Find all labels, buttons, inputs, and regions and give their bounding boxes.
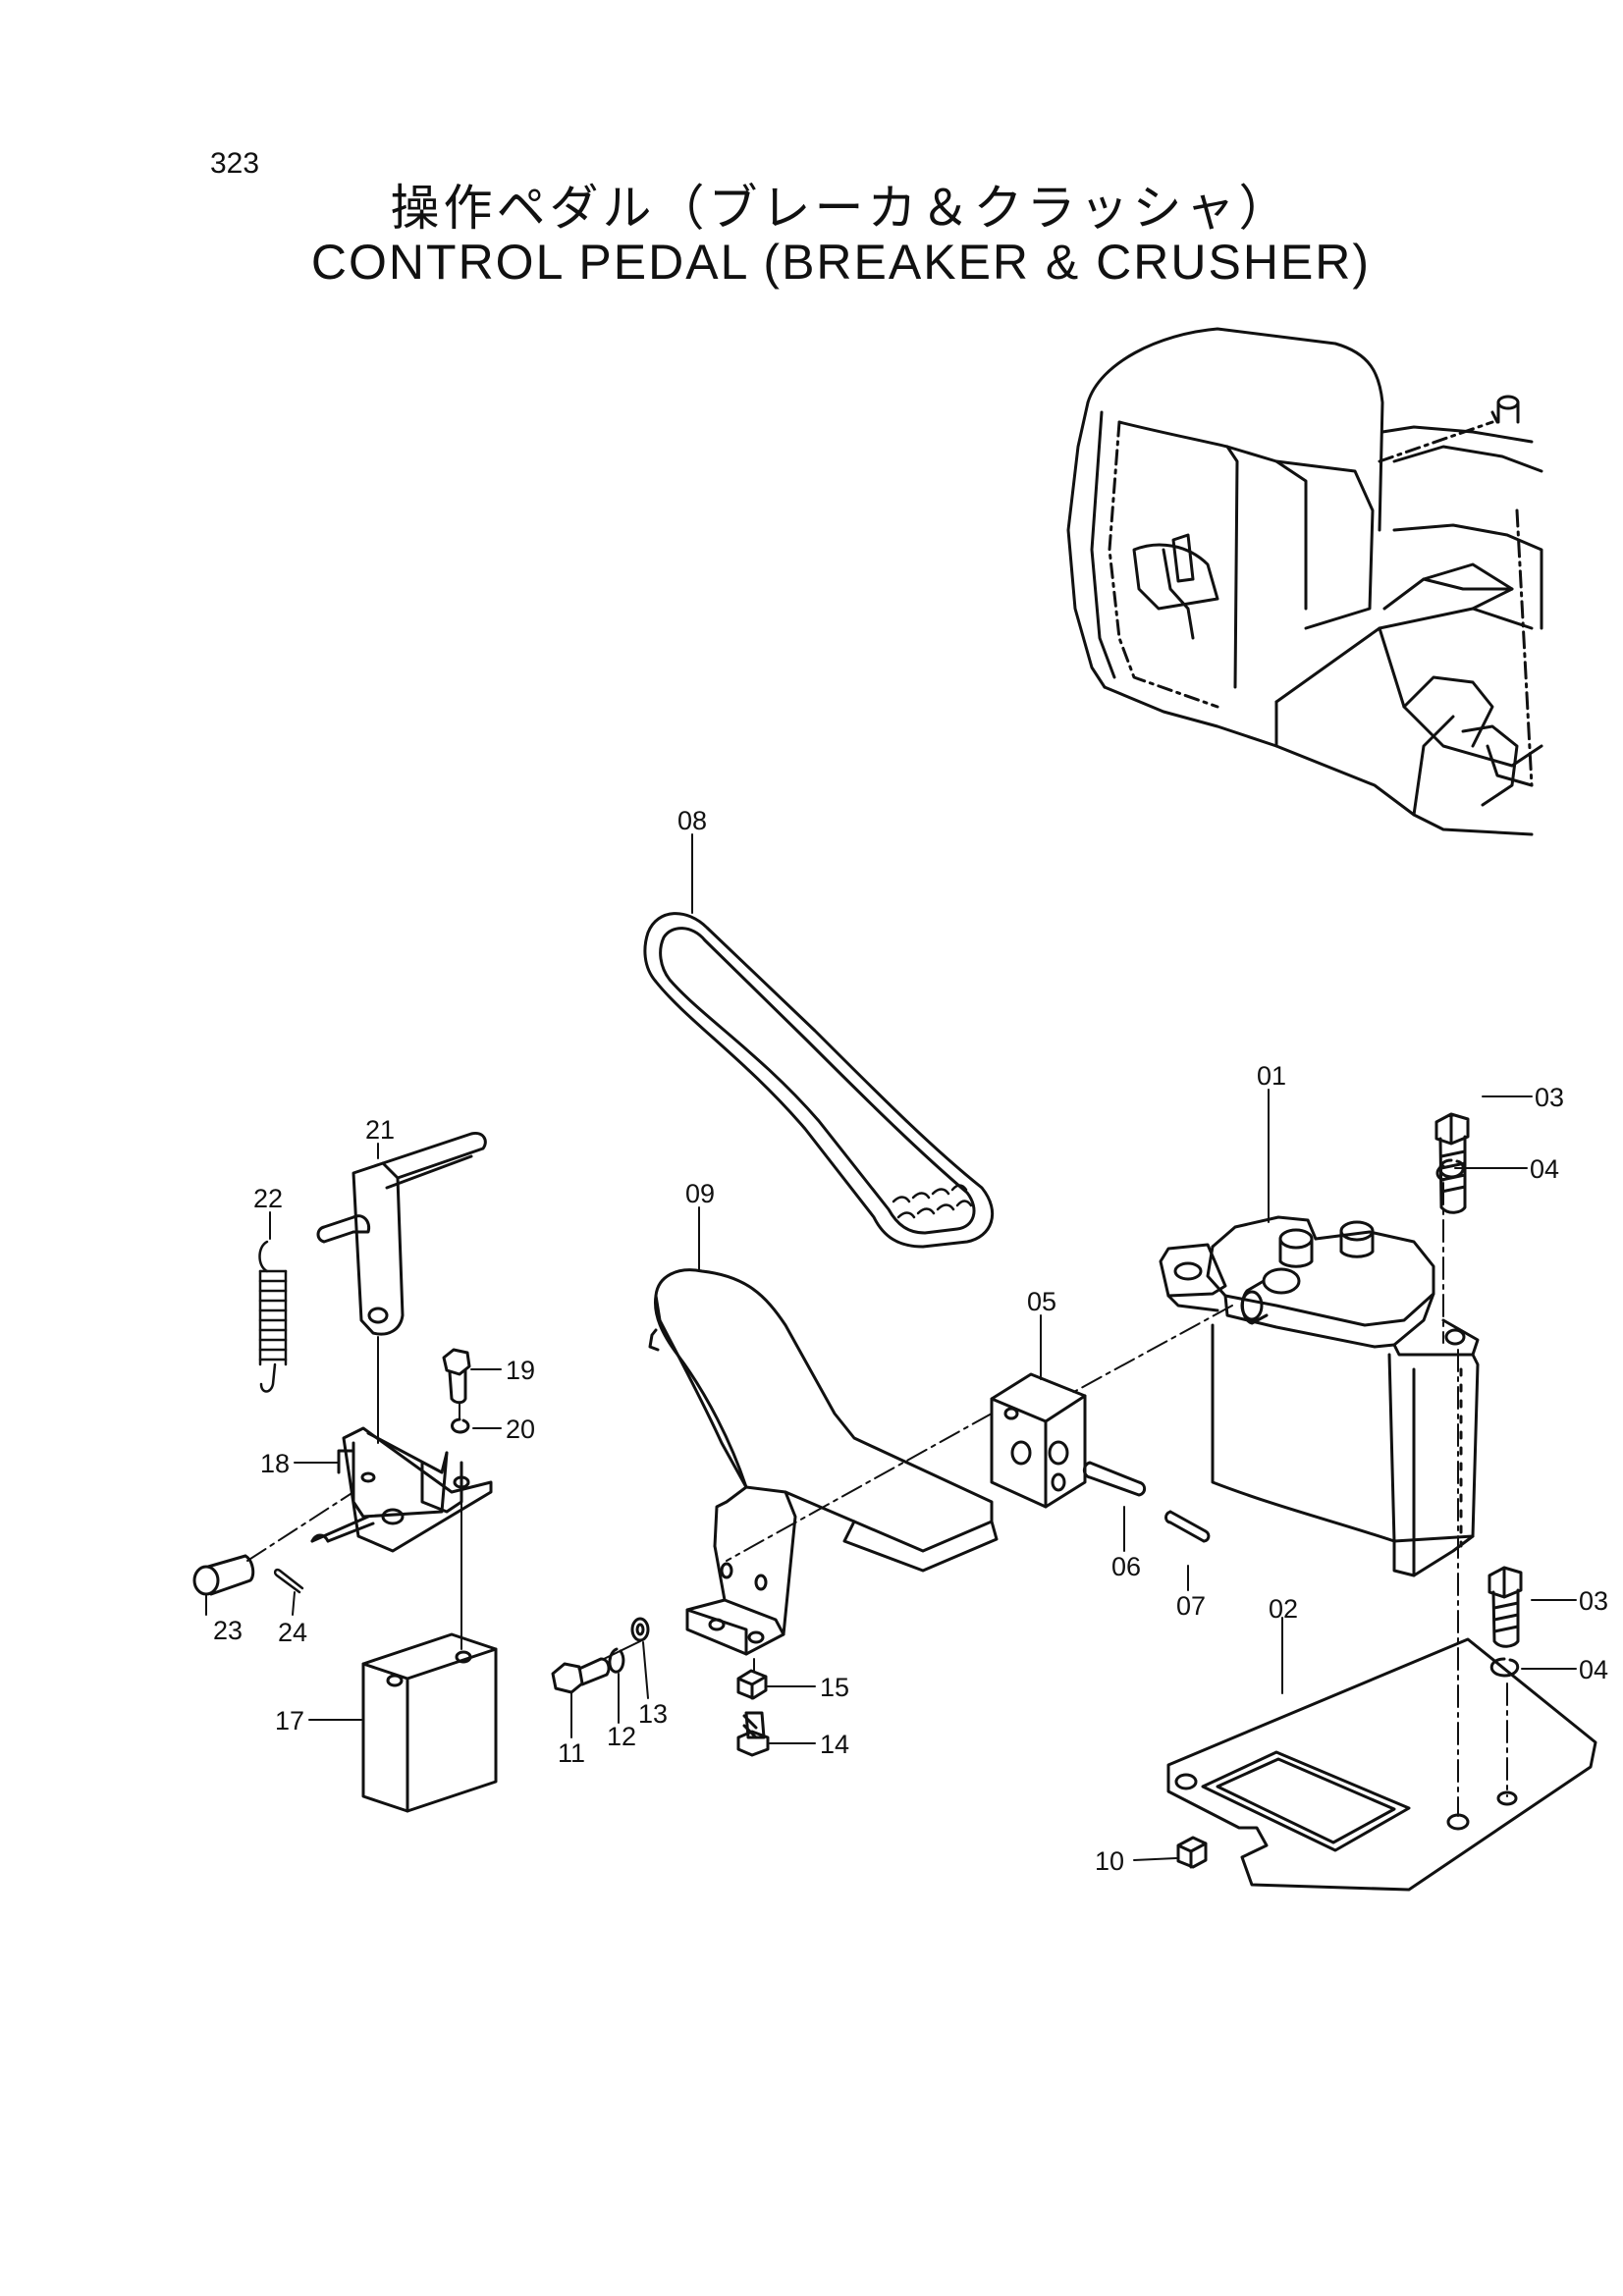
callout-03-upper: 03 (1535, 1083, 1564, 1112)
part-03-bolt-upper (1434, 1112, 1470, 1214)
title-japanese: 操作ペダル（ブレーカ＆クラッシャ） (390, 180, 1292, 237)
part-09-pedal (648, 1268, 999, 1656)
callout-07: 07 (1176, 1591, 1206, 1621)
part-07-pin (1164, 1510, 1211, 1543)
part-03-bolt-lower (1488, 1566, 1523, 1648)
part-17-block (361, 1632, 498, 1813)
callout-21: 21 (365, 1115, 395, 1145)
callout-14: 14 (820, 1730, 849, 1759)
assembly-leader-lines (377, 1336, 755, 1672)
part-04-washer-lower (1489, 1657, 1520, 1678)
part-11-bolt (551, 1657, 611, 1694)
part-15-nut (736, 1669, 768, 1700)
title-english: CONTROL PEDAL (BREAKER & CRUSHER) (310, 235, 1372, 290)
callout-04-upper: 04 (1530, 1154, 1559, 1184)
callout-05: 05 (1027, 1287, 1056, 1316)
callout-04-lower: 04 (1579, 1655, 1608, 1684)
callout-08: 08 (677, 806, 707, 835)
callout-17: 17 (275, 1706, 304, 1735)
part-23-pin (192, 1554, 255, 1596)
callout-18: 18 (260, 1449, 290, 1478)
callout-06: 06 (1111, 1552, 1141, 1581)
callout-19: 19 (506, 1356, 535, 1385)
callout-13: 13 (638, 1699, 668, 1729)
callout-09: 09 (685, 1179, 715, 1208)
callout-01: 01 (1257, 1061, 1286, 1091)
part-19-bolt (442, 1348, 471, 1405)
callout-03-lower: 03 (1579, 1586, 1608, 1616)
callout-22: 22 (253, 1184, 283, 1213)
part-21-lever (316, 1131, 487, 1336)
part-08-pedal-pad (643, 912, 995, 1249)
part-24-cotter-pin (273, 1568, 304, 1594)
part-05-block (990, 1372, 1087, 1509)
callout-20: 20 (506, 1415, 535, 1444)
page-number: 323 (210, 147, 260, 180)
part-02-mounting-plate (1166, 1637, 1597, 1892)
part-01-pilot-valve (1159, 1215, 1480, 1577)
callout-02: 02 (1269, 1594, 1298, 1624)
callout-24: 24 (278, 1618, 307, 1647)
callout-12: 12 (607, 1722, 636, 1751)
callout-11: 11 (558, 1738, 585, 1768)
part-13-washer (630, 1617, 650, 1642)
callout-leaders (205, 833, 1577, 1861)
machine-location-view (1066, 327, 1543, 836)
part-10-nut (1176, 1836, 1208, 1869)
callout-10: 10 (1095, 1846, 1124, 1876)
callout-numbers: 01 02 03 04 03 04 05 06 07 08 09 10 11 1… (213, 806, 1608, 1876)
part-22-spring (258, 1240, 288, 1393)
part-18-bracket (310, 1426, 493, 1553)
part-20-lock-washer (451, 1417, 470, 1434)
part-14-bolt (736, 1711, 770, 1757)
part-06-pin (1082, 1461, 1147, 1497)
callout-15: 15 (820, 1673, 849, 1702)
part-04-washer-upper (1435, 1158, 1465, 1182)
assembly-centerlines (246, 1182, 1508, 1817)
callout-23: 23 (213, 1616, 243, 1645)
